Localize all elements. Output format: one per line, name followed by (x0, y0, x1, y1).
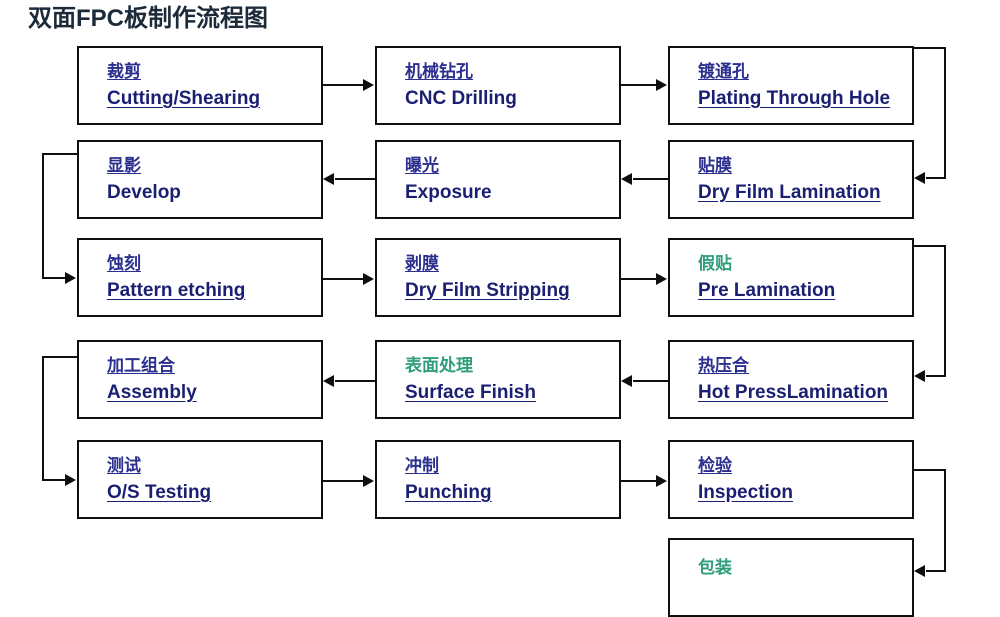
arrow-right-icon (65, 474, 76, 486)
node-punching-cn: 冲制 (405, 456, 439, 475)
arrow-right-icon (65, 272, 76, 284)
connector-pth-wrap-top (914, 47, 946, 49)
node-plating-through-hole-en: Plating Through Hole (698, 88, 891, 109)
node-pattern-etching[interactable]: 蚀刻 Pattern etching (77, 238, 323, 317)
node-exposure-en: Exposure (405, 182, 492, 203)
connector-testing-to-punching (323, 480, 365, 482)
node-pattern-etching-en: Pattern etching (107, 280, 246, 301)
connector-hotpress-to-surface (633, 380, 668, 382)
arrow-right-icon (363, 273, 374, 285)
arrow-left-icon (914, 172, 925, 184)
connector-assembly-wrap-top (42, 356, 79, 358)
connector-pth-wrap-bottom (926, 177, 946, 179)
connector-pth-wrap-vertical (944, 47, 946, 178)
node-os-testing[interactable]: 测试 O/S Testing (77, 440, 323, 519)
node-inspection[interactable]: 检验 Inspection (668, 440, 914, 519)
node-pre-lamination[interactable]: 假贴 Pre Lamination (668, 238, 914, 317)
node-exposure-cn: 曝光 (405, 156, 439, 175)
node-develop-en: Develop (107, 182, 181, 203)
node-hot-press-lamination[interactable]: 热压合 Hot PressLamination (668, 340, 914, 419)
arrow-right-icon (656, 273, 667, 285)
page-title: 双面FPC板制作流程图 (28, 5, 268, 32)
node-assembly-en: Assembly (107, 382, 197, 403)
node-assembly[interactable]: 加工组合 Assembly (77, 340, 323, 419)
node-surface-finish-en: Surface Finish (405, 382, 536, 403)
arrow-right-icon (656, 475, 667, 487)
connector-develop-wrap-bottom (42, 277, 67, 279)
flowchart-canvas: 双面FPC板制作流程图 裁剪 Cutting/Shearing 机械钻孔 CNC… (28, 5, 946, 617)
node-drilling-en: CNC Drilling (405, 88, 517, 109)
node-packaging[interactable]: 包装 (668, 538, 914, 617)
connector-develop-wrap-top (42, 153, 79, 155)
connector-stripping-to-prelam (621, 278, 657, 280)
node-packaging-cn: 包装 (698, 558, 732, 577)
connector-assembly-wrap-vertical (42, 356, 44, 480)
node-dry-film-lamination-en: Dry Film Lamination (698, 182, 881, 203)
node-pre-lamination-en: Pre Lamination (698, 280, 836, 301)
connector-exposure-to-develop (335, 178, 375, 180)
node-pattern-etching-cn: 蚀刻 (107, 254, 141, 273)
node-plating-through-hole[interactable]: 镀通孔 Plating Through Hole (668, 46, 914, 125)
arrow-left-icon (914, 370, 925, 382)
arrow-right-icon (363, 475, 374, 487)
node-assembly-cn: 加工组合 (107, 356, 175, 375)
connector-develop-wrap-vertical (42, 153, 44, 278)
connector-cutting-to-drilling (323, 84, 365, 86)
node-drilling-cn: 机械钻孔 (405, 62, 473, 81)
node-cutting-cn: 裁剪 (107, 62, 141, 81)
connector-surface-to-assembly (335, 380, 375, 382)
arrow-left-icon (621, 173, 632, 185)
node-punching-en: Punching (405, 482, 492, 503)
node-dry-film-lamination[interactable]: 贴膜 Dry Film Lamination (668, 140, 914, 219)
connector-inspection-wrap-bottom (926, 570, 946, 572)
node-pre-lamination-cn: 假贴 (698, 254, 732, 273)
node-dry-film-stripping-en: Dry Film Stripping (405, 280, 570, 301)
node-punching[interactable]: 冲制 Punching (375, 440, 621, 519)
node-develop-cn: 显影 (107, 156, 141, 175)
node-cutting-en: Cutting/Shearing (107, 88, 261, 109)
arrow-left-icon (914, 565, 925, 577)
arrow-left-icon (323, 173, 334, 185)
arrow-left-icon (323, 375, 334, 387)
connector-etching-to-stripping (323, 278, 365, 280)
node-os-testing-cn: 测试 (107, 456, 141, 475)
node-exposure[interactable]: 曝光 Exposure (375, 140, 621, 219)
node-develop[interactable]: 显影 Develop (77, 140, 323, 219)
arrow-right-icon (363, 79, 374, 91)
node-hot-press-lamination-en: Hot PressLamination (698, 382, 889, 403)
connector-prelam-wrap-top (914, 245, 946, 247)
node-hot-press-lamination-cn: 热压合 (698, 356, 749, 375)
node-plating-through-hole-cn: 镀通孔 (698, 62, 749, 81)
connector-drilling-to-pth (621, 84, 657, 86)
connector-assembly-wrap-bottom (42, 479, 67, 481)
node-dry-film-lamination-cn: 贴膜 (698, 156, 732, 175)
connector-inspection-wrap-vertical (944, 469, 946, 571)
node-cutting[interactable]: 裁剪 Cutting/Shearing (77, 46, 323, 125)
connector-prelam-wrap-bottom (926, 375, 946, 377)
connector-inspection-wrap-top (914, 469, 946, 471)
connector-punching-to-inspection (621, 480, 657, 482)
arrow-left-icon (621, 375, 632, 387)
arrow-right-icon (656, 79, 667, 91)
node-inspection-en: Inspection (698, 482, 794, 503)
node-surface-finish[interactable]: 表面处理 Surface Finish (375, 340, 621, 419)
node-inspection-cn: 检验 (698, 456, 732, 475)
node-drilling[interactable]: 机械钻孔 CNC Drilling (375, 46, 621, 125)
connector-prelam-wrap-vertical (944, 245, 946, 376)
node-dry-film-stripping[interactable]: 剥膜 Dry Film Stripping (375, 238, 621, 317)
connector-dfl-to-exposure (633, 178, 668, 180)
node-dry-film-stripping-cn: 剥膜 (405, 254, 439, 273)
node-surface-finish-cn: 表面处理 (405, 356, 473, 375)
node-os-testing-en: O/S Testing (107, 482, 212, 503)
